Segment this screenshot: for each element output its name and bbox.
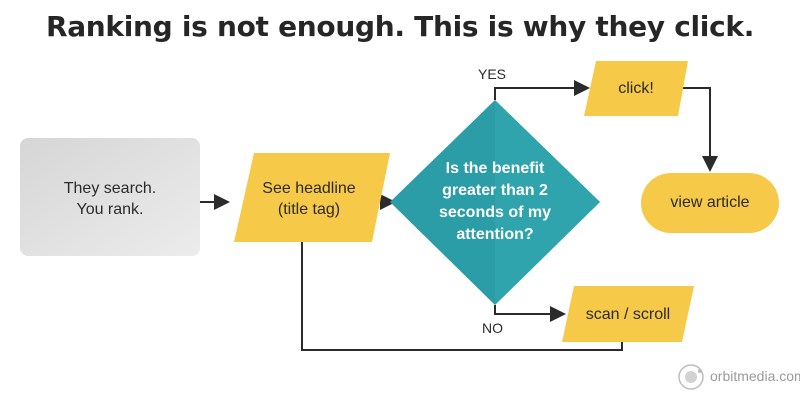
node-headline-shape	[234, 153, 390, 242]
edge-headline-to-scan	[301, 242, 623, 351]
node-decision-line4: attention?	[456, 226, 534, 243]
edge-no-label: NO	[482, 320, 503, 336]
node-headline-label: See headline (title tag)	[236, 178, 382, 220]
node-click-shape	[584, 61, 688, 116]
node-decision-line2: greater than 2	[442, 182, 548, 199]
connectors	[200, 80, 718, 351]
node-scan-shape	[562, 286, 694, 342]
node-start-line1: They search.	[63, 180, 157, 197]
node-scan-label: scan / scroll	[585, 306, 671, 323]
node-start-box	[20, 138, 200, 256]
node-view-label: view article	[670, 194, 750, 211]
node-start-line2: You rank.	[76, 201, 144, 218]
node-decision-label: Is the benefit greater than 2 seconds of…	[420, 158, 570, 246]
node-start-label: They search. You rank.	[20, 178, 200, 220]
node-headline-line1: See headline	[262, 180, 356, 197]
orbitmedia-logo-icon	[678, 364, 704, 390]
node-click-label: click!	[618, 80, 654, 97]
edge-decision-no-to-scan	[494, 305, 566, 322]
brand-name: orbitmedia.com	[710, 368, 800, 384]
node-decision-line1: Is the benefit	[445, 160, 545, 177]
edge-decision-yes-to-click	[494, 80, 590, 100]
node-decision-highlight	[495, 100, 600, 305]
node-view-pill	[641, 173, 779, 233]
node-headline-line2: (title tag)	[277, 201, 341, 218]
edge-yes-label: YES	[478, 66, 507, 82]
node-decision-line3: seconds of my	[438, 204, 552, 221]
edge-click-to-view	[678, 87, 718, 172]
diagram-title: Ranking is not enough. This is why they …	[45, 10, 755, 43]
